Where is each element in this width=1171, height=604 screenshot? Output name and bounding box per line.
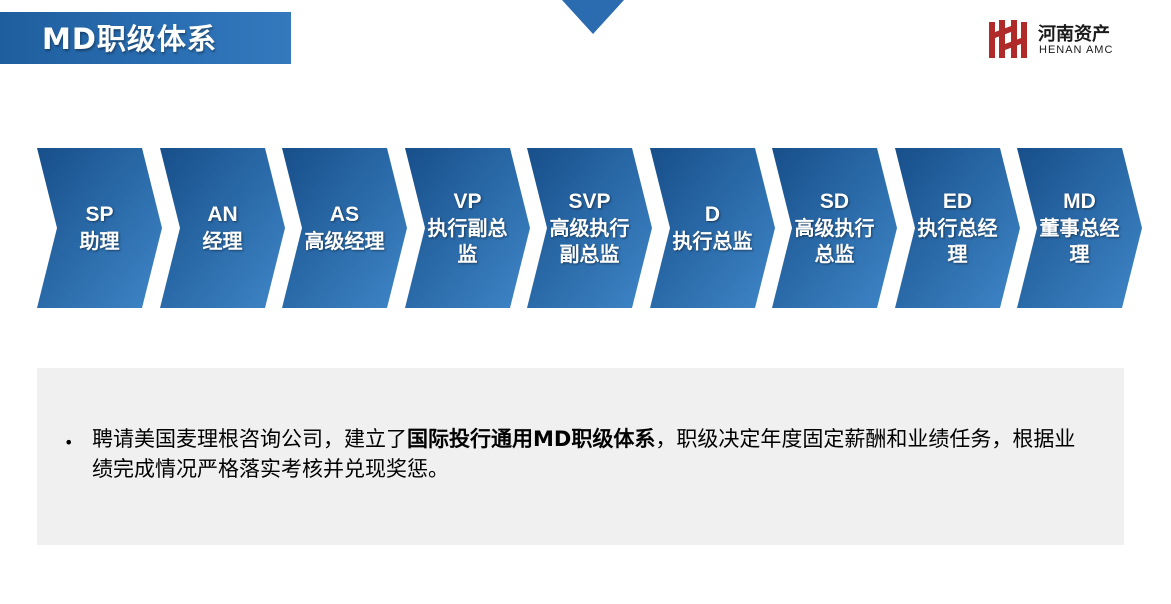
page-title: MD职级体系 [42, 22, 217, 56]
level-title: 董事总经理 [1039, 216, 1120, 266]
level-title: 高级经理 [304, 229, 385, 253]
chevron-label: ED 执行总经理 [895, 148, 1020, 308]
chevron-label: MD 董事总经理 [1017, 148, 1142, 308]
chevron-label: VP 执行副总监 [405, 148, 530, 308]
chevron-shape [1017, 148, 1142, 308]
chevron-shape [405, 148, 530, 308]
chevron-shape [895, 148, 1020, 308]
logo-name-en: HENAN AMC [1039, 44, 1114, 56]
chevron-shape [282, 148, 407, 308]
description-panel [37, 368, 1124, 545]
chevron-label: AS 高级经理 [282, 148, 407, 308]
level-chevron-svp: SVP 高级执行副总监 [527, 148, 652, 308]
description-text: 聘请美国麦理根咨询公司，建立了国际投行通用MD职级体系，职级决定年度固定薪酬和业… [92, 424, 1082, 484]
level-chevron-sd: SD 高级执行总监 [772, 148, 897, 308]
level-chevron-vp: VP 执行副总监 [405, 148, 530, 308]
level-title: 经理 [202, 229, 243, 253]
level-code: MD [1063, 190, 1096, 213]
level-title: 执行总监 [672, 229, 753, 253]
level-code: SVP [568, 190, 611, 213]
description-text-start: 聘请美国麦理根咨询公司，建立了 [92, 427, 407, 451]
level-code: D [704, 203, 721, 226]
henan-amc-logo-icon [989, 20, 1027, 58]
chevron-shape [650, 148, 775, 308]
level-chevron-sp: SP 助理 [37, 148, 162, 308]
level-title: 执行总经理 [917, 216, 998, 266]
top-triangle-decoration [562, 0, 624, 34]
level-chevron-d: D 执行总监 [650, 148, 775, 308]
level-title: 高级执行总监 [794, 216, 875, 266]
level-code: SP [85, 203, 114, 226]
chevron-label: SD 高级执行总监 [772, 148, 897, 308]
level-code: ED [942, 190, 973, 213]
chevron-shape [160, 148, 285, 308]
chevron-label: D 执行总监 [650, 148, 775, 308]
level-code: AS [329, 203, 360, 226]
chevron-label: AN 经理 [160, 148, 285, 308]
chevron-shape [37, 148, 162, 308]
bullet-point: • [64, 433, 74, 452]
title-banner [0, 12, 291, 64]
chevron-label: SP 助理 [37, 148, 162, 308]
chevron-shape [772, 148, 897, 308]
level-chevron-md: MD 董事总经理 [1017, 148, 1142, 308]
chevron-label: SVP 高级执行副总监 [527, 148, 652, 308]
chevron-shape [527, 148, 652, 308]
description-text-end: ，职级决定年度固定薪酬和业绩任务，根据业绩完成情况严格落实考核并兑现奖惩。 [92, 427, 1076, 481]
level-title: 执行副总监 [427, 216, 508, 266]
level-code: SD [819, 190, 850, 213]
level-title: 助理 [79, 229, 120, 253]
company-logo: 河南资产 HENAN AMC [987, 18, 1137, 60]
logo-name-cn: 河南资产 [1038, 24, 1110, 45]
level-chevron-as: AS 高级经理 [282, 148, 407, 308]
description-text-emphasis: 国际投行通用MD职级体系 [407, 427, 656, 451]
level-chevron-ed: ED 执行总经理 [895, 148, 1020, 308]
level-chevron-an: AN 经理 [160, 148, 285, 308]
level-code: VP [453, 190, 482, 213]
level-code: AN [207, 203, 238, 226]
level-title: 高级执行副总监 [549, 216, 630, 266]
